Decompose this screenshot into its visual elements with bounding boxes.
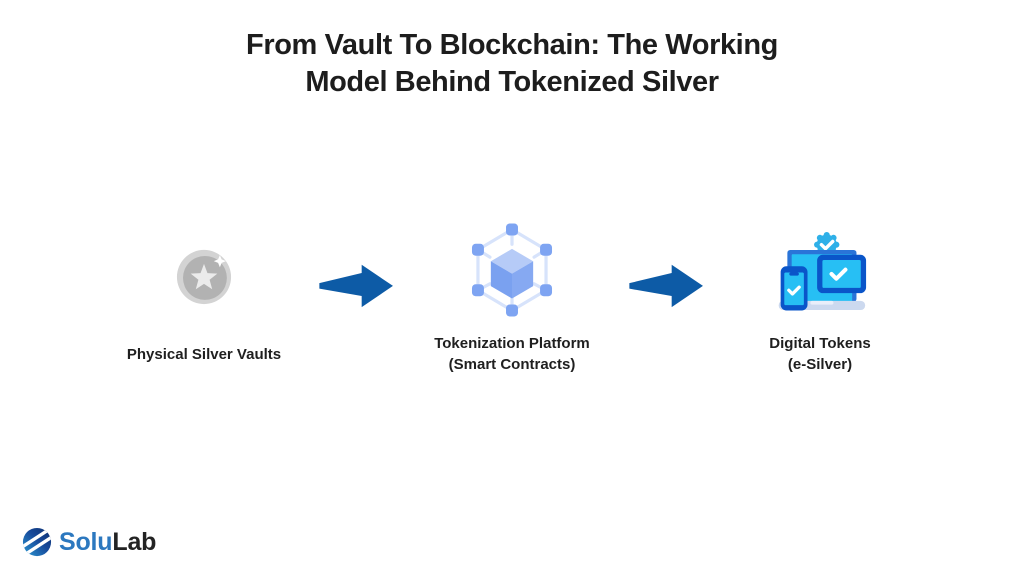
step-label: Physical Silver Vaults [84,332,324,376]
sparkle-icon [213,255,226,268]
brand-wordmark: SoluLab [59,527,156,557]
brand-part-solu: Solu [59,528,113,556]
solulab-logo: SoluLab [22,527,156,557]
step-label-line-1: Digital Tokens [769,335,871,352]
flow-arrow-icon [319,264,393,308]
flow-arrow-icon [629,264,703,308]
step-label-line-2: (e-Silver) [787,356,853,373]
step-physical-silver-vaults: Physical Silver Vaults [84,220,324,376]
step-icon-box [466,220,558,320]
step-icon-box [772,220,868,320]
tablet-icon [817,254,867,294]
blockchain-network-icon [471,223,553,317]
devices-verified-icon [778,232,867,311]
step-label-line-2: (Smart Contracts) [448,356,576,373]
step-digital-tokens: Digital Tokens (e-Silver) [700,220,940,376]
brand-part-lab: Lab [112,528,157,556]
page-title: From Vault To Blockchain: The Working Mo… [0,27,1024,101]
step-icon-box [176,220,232,320]
title-line-2: Model Behind Tokenized Silver [305,66,719,98]
step-label-line-1: Physical Silver Vaults [126,345,282,363]
title-line-1: From Vault To Blockchain: The Working [246,29,778,61]
phone-icon [780,266,808,311]
step-label-line-1: Tokenization Platform [434,335,590,352]
step-label: Digital Tokens (e-Silver) [700,332,940,376]
solulab-sphere-icon [22,527,52,557]
step-label: Tokenization Platform (Smart Contracts) [392,332,632,376]
step-tokenization-platform: Tokenization Platform (Smart Contracts) [392,220,632,376]
silver-coin-icon [176,249,232,305]
